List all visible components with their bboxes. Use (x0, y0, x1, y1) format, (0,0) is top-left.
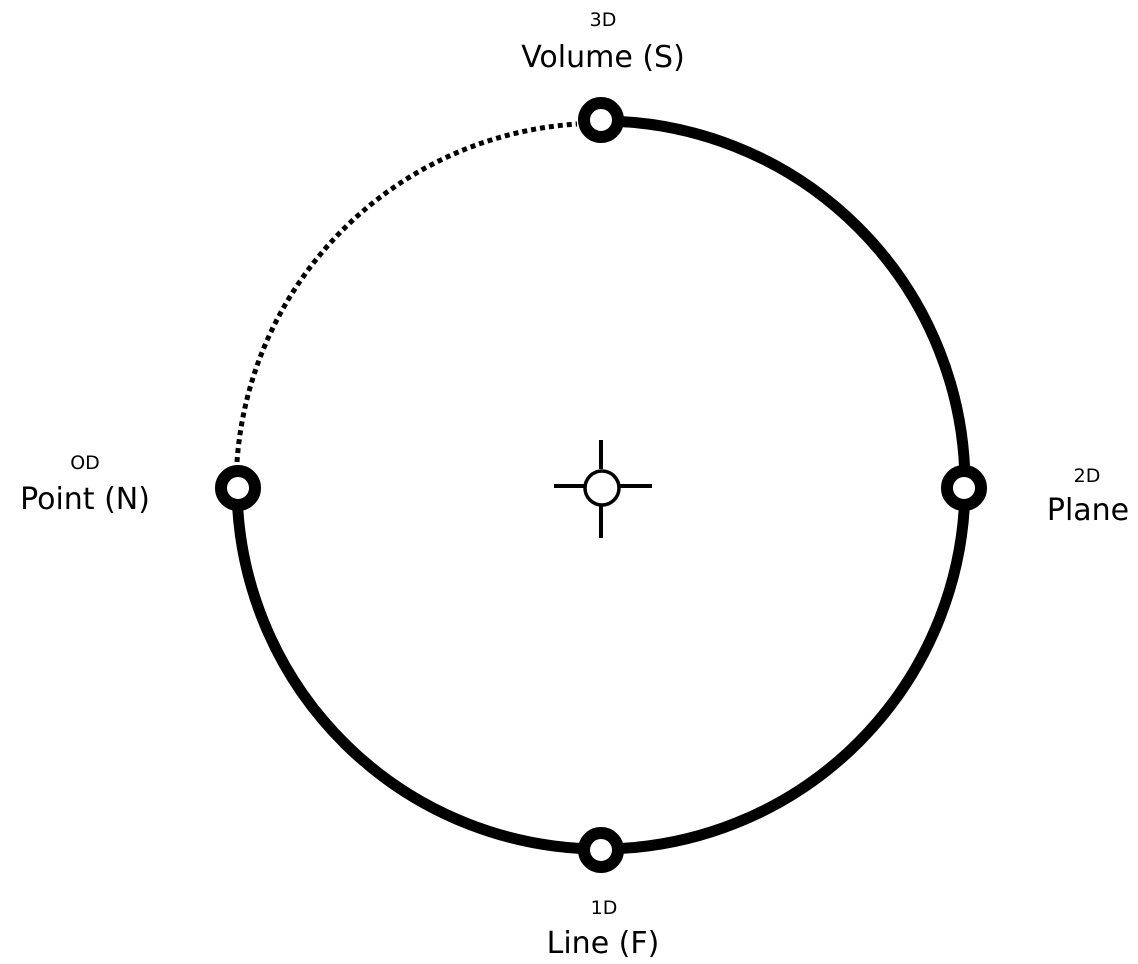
solid-arc (231, 115, 971, 855)
line-label: Line (F) (547, 926, 660, 961)
plane-label: Plane (1047, 493, 1129, 528)
line-dimension-label: 1D (591, 897, 618, 919)
volume-label: Volume (S) (521, 40, 685, 75)
crosshair-icon (554, 440, 652, 538)
plane-dimension-label: 2D (1074, 465, 1101, 487)
node-point (215, 465, 261, 511)
point-label: Point (N) (20, 482, 150, 517)
node-plane (941, 465, 987, 511)
node-volume (578, 97, 624, 143)
node-line (578, 827, 624, 873)
point-dimension-label: OD (70, 452, 100, 474)
volume-dimension-label: 3D (590, 9, 617, 31)
dotted-arc (234, 121, 578, 463)
